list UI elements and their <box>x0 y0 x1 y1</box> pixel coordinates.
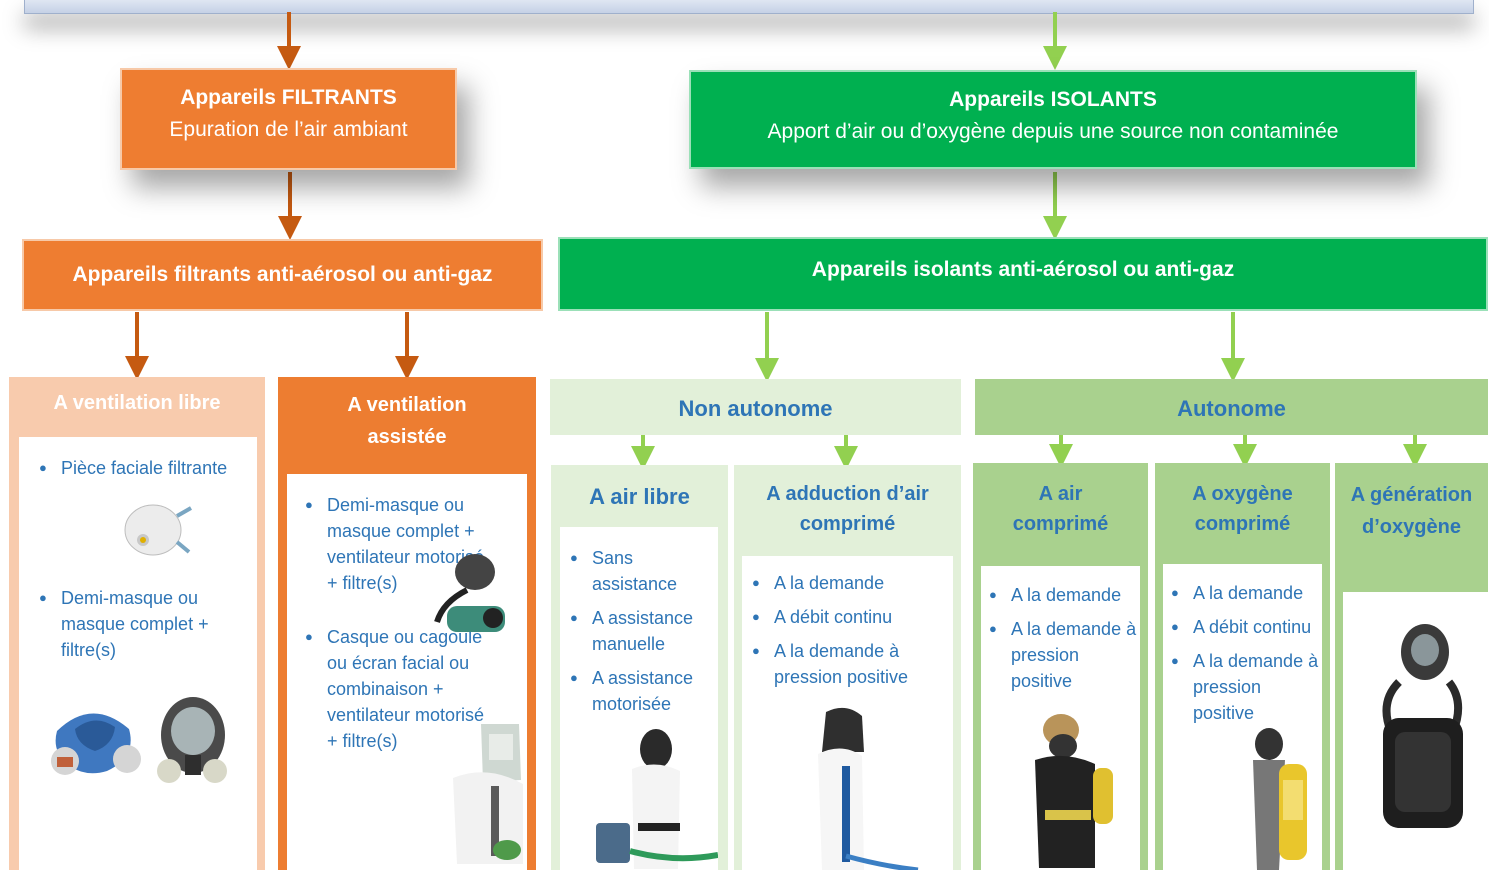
list-item: A la demande <box>1171 580 1319 606</box>
isolants-category-label: Appareils isolants anti-aérosol ou anti-… <box>811 258 1235 281</box>
air-comprime-list: A la demande A la demande à pression pos… <box>989 582 1137 702</box>
oxygene-comprime-title: A oxygène comprimé <box>1192 483 1293 535</box>
filtering-facepiece-image <box>124 504 192 556</box>
ventilation-libre-title: A ventilation libre <box>53 392 221 414</box>
list-item: A débit continu <box>1171 614 1319 640</box>
autonome-title: Autonome <box>1177 396 1286 421</box>
non-autonome-box: Non autonome <box>550 379 961 435</box>
ventilation-assistee-panel: Demi-masque ou masque complet + ventilat… <box>287 474 527 870</box>
isolants-box: Appareils ISOLANTS Apport d’air ou d’oxy… <box>689 70 1417 169</box>
filtrants-category-box: Appareils filtrants anti-aérosol ou anti… <box>22 239 543 311</box>
adduction-title: A adduction d’air comprimé <box>766 483 929 535</box>
air-libre-column: A air libre Sans assistance A assistance… <box>551 465 728 870</box>
powered-hood-image <box>453 724 523 864</box>
scba-firefighter-image <box>1035 714 1113 868</box>
filtrants-category-label: Appareils filtrants anti-aérosol ou anti… <box>72 263 493 286</box>
generation-title: A génération d’oxygène <box>1350 484 1473 538</box>
filtrants-subtitle: Epuration de l’air ambiant <box>169 118 408 141</box>
adduction-column: A adduction d’air comprimé A la demande … <box>734 465 961 870</box>
half-mask-image <box>51 713 141 775</box>
air-comprime-title: A air comprimé <box>1012 483 1109 535</box>
oxygen-generator-image <box>1382 624 1463 828</box>
air-libre-panel: Sans assistance A assistance manuelle A … <box>560 527 718 870</box>
list-item: A la demande à pression positive <box>1171 648 1319 726</box>
ventilation-assistee-column: A ventilation assistée Demi-masque ou ma… <box>278 377 536 870</box>
ventilation-libre-column: A ventilation libre Pièce faciale filtra… <box>9 377 265 870</box>
list-item: Demi-masque ou masque complet + filtre(s… <box>39 585 249 663</box>
full-mask-image <box>157 697 227 783</box>
list-item: Demi-masque ou masque complet + ventilat… <box>305 492 495 596</box>
isolants-title: Appareils ISOLANTS <box>949 88 1157 111</box>
oxygene-comprime-panel: A la demande A débit continu A la demand… <box>1163 564 1322 870</box>
list-item: A assistance manuelle <box>570 605 710 657</box>
list-item: Casque ou cagoule ou écran facial ou com… <box>305 624 495 754</box>
oxygene-comprime-column: A oxygène comprimé A la demande A débit … <box>1155 463 1330 870</box>
ventilation-assistee-list: Demi-masque ou masque complet + ventilat… <box>305 492 495 762</box>
ventilation-assistee-title: A ventilation assistée <box>347 394 467 448</box>
powered-respirator-image <box>434 554 505 632</box>
air-libre-title: A air libre <box>589 484 690 509</box>
filtrants-box: Appareils FILTRANTS Epuration de l’air a… <box>120 68 457 170</box>
generation-panel <box>1343 592 1488 870</box>
fresh-air-hose-image <box>596 729 718 869</box>
list-item: A la demande <box>989 582 1137 608</box>
list-item: A débit continu <box>752 604 947 630</box>
air-comprime-column: A air comprimé A la demande A la demande… <box>973 463 1148 870</box>
list-item: Sans assistance <box>570 545 710 597</box>
filtrants-title: Appareils FILTRANTS <box>180 86 397 109</box>
list-item: A la demande à pression positive <box>752 638 947 690</box>
list-item: Pièce faciale filtrante <box>39 455 249 481</box>
isolants-subtitle: Apport d’air ou d’oxygène depuis une sou… <box>767 120 1339 143</box>
generation-column: A génération d’oxygène <box>1335 463 1488 870</box>
orange-arrows <box>125 12 419 380</box>
air-comprime-panel: A la demande A la demande à pression pos… <box>981 566 1140 870</box>
ventilation-libre-list: Pièce faciale filtrante Demi-masque ou m… <box>39 455 249 671</box>
top-banner <box>24 0 1474 14</box>
list-item: A la demande <box>752 570 947 596</box>
oxygene-comprime-list: A la demande A débit continu A la demand… <box>1171 580 1319 734</box>
list-item: A la demande à pression positive <box>989 616 1137 694</box>
compressed-air-line-image <box>818 707 919 870</box>
adduction-list: A la demande A débit continu A la demand… <box>752 570 947 698</box>
list-item: A assistance motorisée <box>570 665 710 717</box>
adduction-panel: A la demande A débit continu A la demand… <box>742 556 953 870</box>
air-libre-list: Sans assistance A assistance manuelle A … <box>570 545 710 725</box>
isolants-category-box: Appareils isolants anti-aérosol ou anti-… <box>558 237 1488 311</box>
oxygen-cylinder-image <box>1253 728 1307 870</box>
autonome-box: Autonome <box>975 379 1488 435</box>
ventilation-libre-panel: Pièce faciale filtrante Demi-masque ou m… <box>19 437 257 870</box>
green-arrows <box>631 12 1427 470</box>
non-autonome-title: Non autonome <box>678 396 833 421</box>
